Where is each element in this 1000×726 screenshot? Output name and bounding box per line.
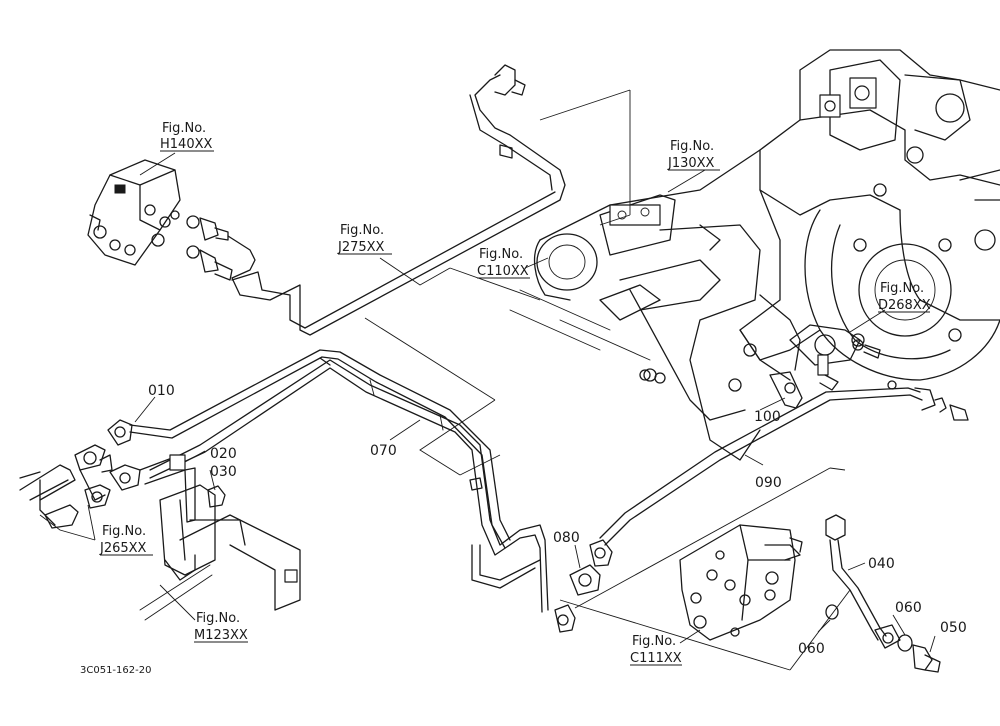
fig-ref-c111-label: Fig.No. <box>632 634 676 649</box>
callout-060-right[interactable]: 060 <box>895 600 922 616</box>
transmission-housing-drawing <box>509 49 1000 461</box>
fig-ref-j275[interactable]: Fig.No. J275XX <box>337 223 392 255</box>
fig-ref-d268-label: Fig.No. <box>880 281 924 296</box>
fig-ref-j130-label: Fig.No. <box>670 139 714 154</box>
fig-ref-c110-code: C110XX <box>477 264 529 279</box>
fig-ref-c110-label: Fig.No. <box>479 247 523 262</box>
d268-pin-assembly <box>789 324 881 391</box>
fig-ref-d268-code: D268XX <box>878 298 931 313</box>
fittings-010-020 <box>107 419 186 491</box>
drawing-code: 3C051-162-20 <box>80 665 151 676</box>
h140-hydraulic-unit <box>87 159 233 281</box>
callout-050[interactable]: 050 <box>940 620 967 636</box>
c111-control-valve <box>679 524 803 641</box>
fig-ref-j130[interactable]: Fig.No. J130XX <box>667 139 720 171</box>
fig-ref-c110[interactable]: Fig.No. C110XX <box>477 247 530 279</box>
fig-ref-j265-label: Fig.No. <box>102 524 146 539</box>
j265-tee-fittings <box>19 444 113 529</box>
callout-060-left[interactable]: 060 <box>798 641 825 657</box>
fig-ref-j130-code: J130XX <box>667 156 715 171</box>
fig-ref-j265[interactable]: Fig.No. J265XX <box>99 524 153 556</box>
fig-ref-j265-code: J265XX <box>99 541 147 556</box>
callout-010[interactable]: 010 <box>148 383 175 399</box>
leader-lines <box>39 89 936 671</box>
part-080-fittings <box>554 539 613 633</box>
figure-reference-labels: Fig.No. H140XX Fig.No. J275XX Fig.No. J1… <box>99 121 931 666</box>
fig-ref-c111[interactable]: Fig.No. C111XX <box>630 634 682 666</box>
callout-080[interactable]: 080 <box>553 530 580 546</box>
fig-ref-m123-label: Fig.No. <box>196 611 240 626</box>
part-100-clamp <box>759 294 803 409</box>
fig-ref-m123[interactable]: Fig.No. M123XX <box>194 611 248 643</box>
callout-020[interactable]: 020 <box>210 446 237 462</box>
callout-030[interactable]: 030 <box>210 464 237 480</box>
fig-ref-d268[interactable]: Fig.No. D268XX <box>878 281 931 313</box>
pipe-070-assembly <box>129 349 549 613</box>
part-number-callouts: 010 020 030 070 080 100 090 040 060 050 … <box>148 383 967 657</box>
pipe-090 <box>599 387 969 546</box>
fig-ref-h140[interactable]: Fig.No. H140XX <box>160 121 214 152</box>
callout-100[interactable]: 100 <box>754 409 781 425</box>
fig-ref-j275-code: J275XX <box>337 240 385 255</box>
callout-040[interactable]: 040 <box>868 556 895 572</box>
pipe-040-assembly <box>825 514 941 673</box>
fig-ref-h140-label: Fig.No. <box>162 121 206 136</box>
washers <box>643 368 897 390</box>
callout-070[interactable]: 070 <box>370 443 397 459</box>
fig-ref-j275-label: Fig.No. <box>340 223 384 238</box>
callout-090[interactable]: 090 <box>755 475 782 491</box>
j275-pipe-lines <box>227 64 566 336</box>
h140-fittings <box>186 215 233 281</box>
fig-ref-h140-code: H140XX <box>160 137 212 152</box>
m123-mounting-bracket <box>139 467 301 621</box>
fig-ref-c111-code: C111XX <box>630 651 682 666</box>
fig-ref-m123-code: M123XX <box>194 628 248 643</box>
